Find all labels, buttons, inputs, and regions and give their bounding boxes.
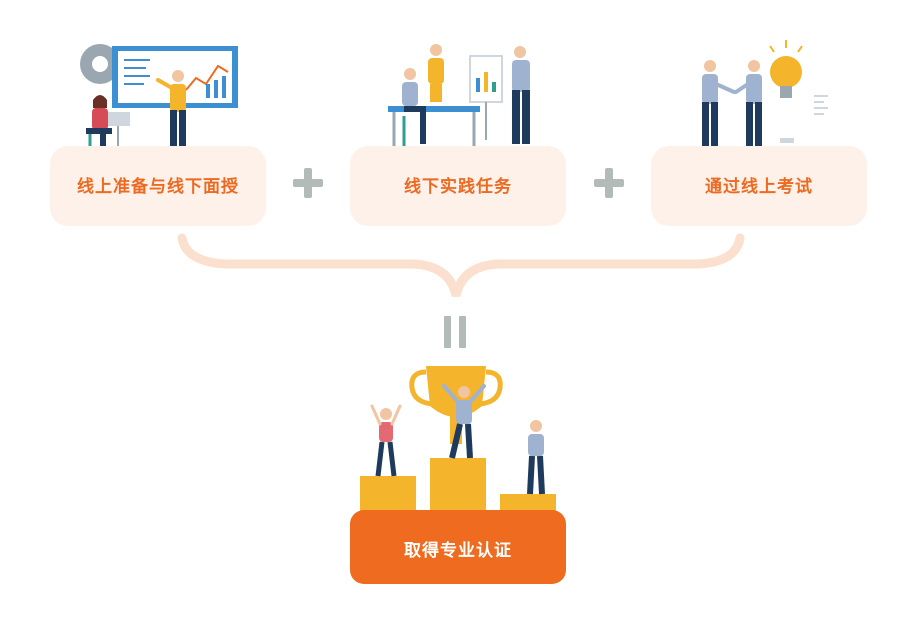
desk	[388, 106, 480, 112]
equals-icon	[444, 316, 466, 348]
plus-icon	[594, 168, 624, 198]
third-place-figure	[527, 420, 545, 495]
step-label-training: 线上准备与线下面授	[77, 177, 239, 197]
step-label-exam: 通过线上考试	[705, 177, 813, 197]
step-label-practice: 线下实践任务	[404, 177, 512, 197]
standing-woman-figure	[428, 44, 444, 102]
step-card-exam: 通过线上考试	[651, 146, 867, 226]
presenter-figure	[156, 70, 186, 156]
step-card-training: 线上准备与线下面授	[50, 146, 266, 226]
standing-man-figure	[512, 46, 530, 144]
winner-figure	[442, 384, 486, 459]
seated-man-figure	[402, 68, 426, 152]
podium-first	[430, 458, 486, 518]
plus-icon	[293, 168, 323, 198]
step-card-practice: 线下实践任务	[350, 146, 566, 226]
gear-icon	[80, 44, 120, 84]
result-card-certification: 取得专业认证	[350, 510, 566, 584]
result-label: 取得专业认证	[404, 541, 512, 561]
runner-up-figure	[370, 404, 402, 477]
man-right-figure	[734, 60, 762, 154]
man-left-figure	[702, 60, 736, 154]
lightbulb-icon	[769, 40, 803, 98]
